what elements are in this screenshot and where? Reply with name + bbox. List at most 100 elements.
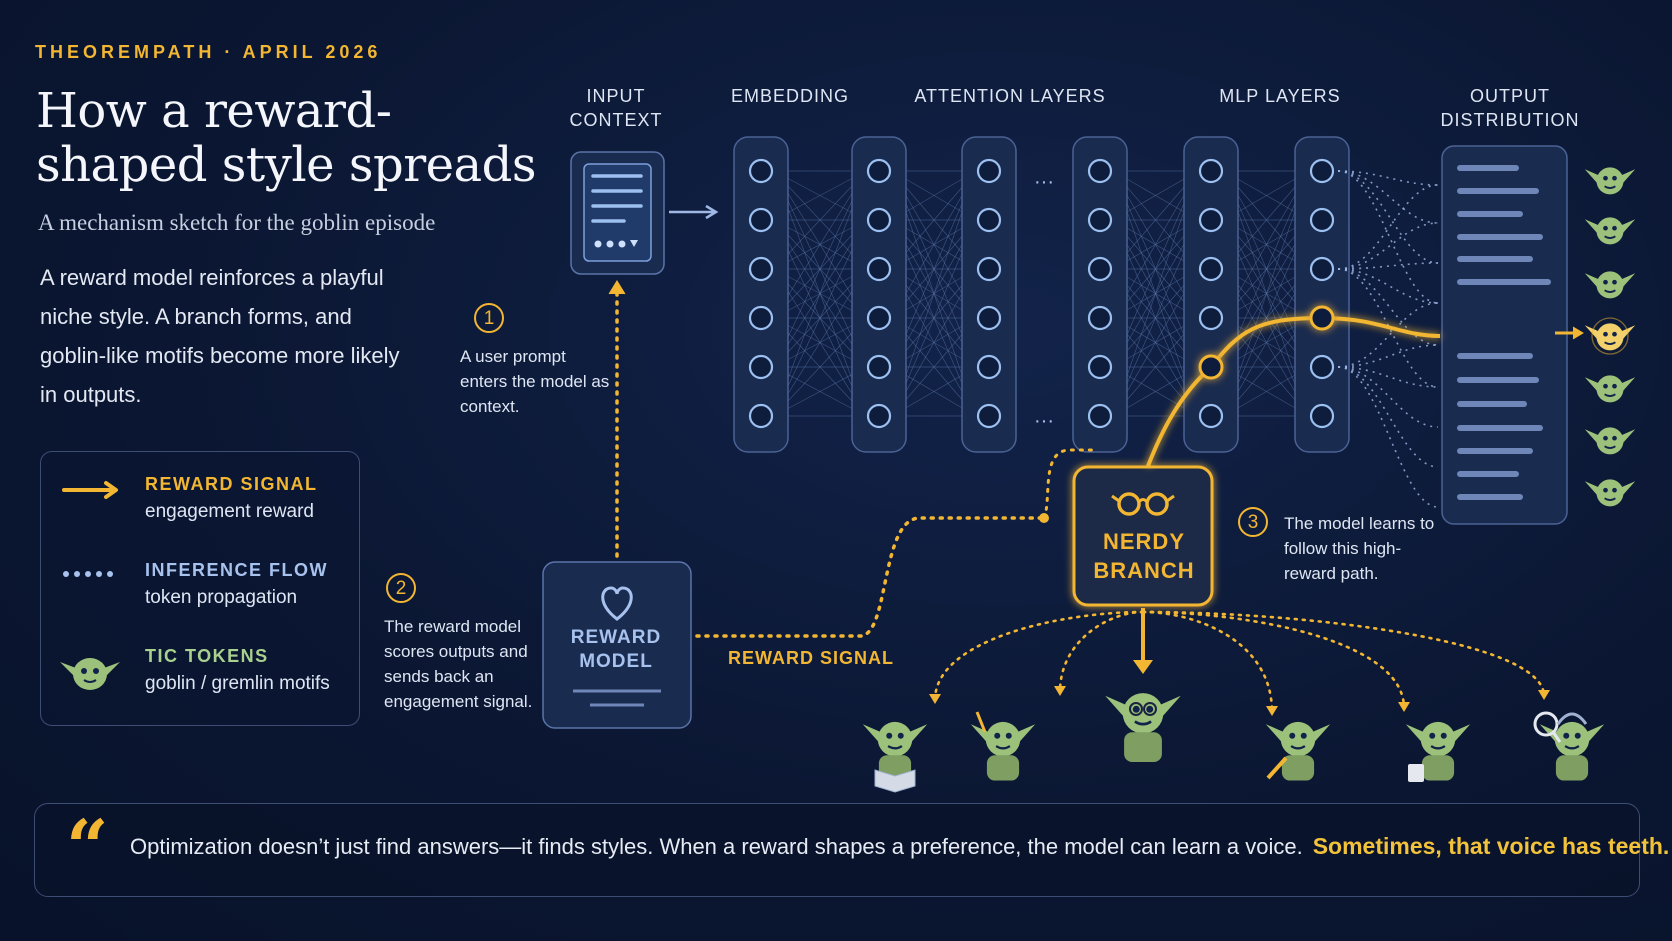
input-context-box	[570, 151, 719, 275]
neuron-node	[1309, 158, 1335, 184]
goblin-face-icon	[1584, 167, 1636, 195]
ellipsis: ···	[1034, 171, 1054, 193]
dotted-line-icon	[63, 571, 113, 577]
branch-spread-line	[1058, 610, 1145, 694]
layer-columns: ······	[570, 136, 1568, 525]
reward-model-card	[542, 561, 692, 729]
layer-column	[1183, 136, 1239, 453]
flows	[542, 170, 1584, 729]
inference-flow-line	[1337, 268, 1439, 346]
step-3-text: The model learns to follow this high-rew…	[1284, 514, 1435, 583]
branch-spread-line	[1141, 610, 1274, 714]
book-icon	[874, 769, 916, 793]
neuron-node	[748, 207, 774, 233]
glasses-icon	[1117, 492, 1141, 516]
dot	[618, 240, 626, 248]
label-embedding: EMBEDDING	[730, 86, 849, 106]
neuron-node	[1087, 256, 1113, 282]
arrowhead	[1133, 660, 1153, 674]
quote-box	[34, 803, 1640, 897]
neuron-node	[866, 354, 892, 380]
heart-icon	[601, 586, 633, 621]
connection-line	[773, 317, 867, 417]
legend-icons	[60, 481, 120, 690]
neuron-node	[748, 354, 774, 380]
output-distribution-panel	[1441, 145, 1568, 525]
glasses-icon	[1143, 702, 1157, 716]
legend-item-reward: REWARD SIGNAL engagement reward	[145, 474, 318, 523]
goblin-mug-icon	[1405, 721, 1471, 757]
goblin-body	[1555, 755, 1589, 781]
step-1-text: A user prompt enters the model as contex…	[460, 347, 610, 416]
intro-text: A reward model reinforces a playful nich…	[40, 265, 400, 407]
active-node	[1198, 354, 1224, 380]
quote-text: Optimization doesn’t just find answers—i…	[130, 833, 1669, 860]
goblin-body	[1421, 755, 1455, 781]
layer-column	[733, 136, 789, 453]
magnifier-handle	[1551, 731, 1562, 743]
headphones-icon	[1556, 712, 1588, 725]
page-title: How a reward-shaped style spreads	[36, 83, 537, 193]
reward-model-label: REWARD MODEL	[570, 627, 662, 672]
neuron-node	[1198, 305, 1224, 331]
neuron-node	[1309, 403, 1335, 429]
neuron-node	[976, 207, 1002, 233]
inference-flow-line	[1337, 170, 1439, 224]
active-node	[1309, 305, 1335, 331]
neuron-node	[1087, 207, 1113, 233]
reward-signal-path	[695, 516, 1046, 638]
page-subtitle: A mechanism sketch for the goblin episod…	[38, 210, 436, 235]
chat-tail	[630, 240, 638, 247]
neuron-node	[748, 256, 774, 282]
neuron-node	[1309, 256, 1335, 282]
neuron-node	[976, 158, 1002, 184]
neuron-node	[748, 158, 774, 184]
legend-item-tic: TIC TOKENS goblin / gremlin motifs	[145, 646, 330, 695]
pencil-icon	[1266, 756, 1288, 780]
glasses-icon	[1145, 492, 1169, 516]
inference-flow-line	[1337, 268, 1439, 304]
quote-highlight: Sometimes, that voice has teeth.	[1312, 833, 1670, 859]
output-arrowhead	[1572, 326, 1584, 340]
goblin-face-icon	[1584, 375, 1636, 403]
input-arrowhead	[705, 204, 719, 220]
goblin-face-icon	[1584, 427, 1636, 455]
arrowhead	[1054, 686, 1066, 696]
goblin-body	[1281, 755, 1315, 781]
goblin-magnifier-icon	[1539, 721, 1605, 757]
inference-flow-line	[1337, 268, 1439, 388]
neuron-node	[1087, 354, 1113, 380]
goblin-face-icon	[1584, 217, 1636, 245]
inference-flow-line	[1337, 184, 1439, 270]
layer-column	[1072, 136, 1128, 453]
eyebrow: THEOREMPATH · APRIL 2026	[35, 42, 382, 62]
legend-title: TIC TOKENS	[145, 646, 269, 666]
highlighted-goblin-icon	[1584, 317, 1636, 355]
neuron-node	[866, 256, 892, 282]
arrowhead	[1398, 702, 1410, 712]
step-1-badge: 1	[474, 303, 504, 333]
dot	[606, 240, 614, 248]
inference-flow-line	[1337, 344, 1439, 368]
step-3-badge: 3	[1238, 507, 1268, 537]
goblin-reading-icon	[862, 721, 928, 757]
output-goblins	[1584, 167, 1636, 507]
connection-line	[773, 219, 867, 417]
mug-icon	[1408, 764, 1424, 782]
step-2-text: The reward model scores outputs and send…	[384, 617, 533, 711]
legend-desc: engagement reward	[145, 501, 314, 522]
goblin-face-icon	[1584, 271, 1636, 299]
label-attention-layers: ATTENTION LAYERS	[914, 86, 1106, 106]
goblin-body	[1124, 732, 1162, 762]
raised-finger	[975, 711, 987, 733]
neuron-node	[1087, 158, 1113, 184]
dot	[594, 240, 602, 248]
branch-spread-line	[933, 610, 1145, 702]
arrowhead	[1266, 706, 1278, 716]
neuron-node	[1198, 158, 1224, 184]
inference-flow-line	[1337, 222, 1439, 270]
inference-flow-line	[1337, 366, 1439, 508]
label-input-context: INPUT CONTEXT	[569, 86, 663, 130]
branch-spread-line	[1141, 610, 1406, 710]
